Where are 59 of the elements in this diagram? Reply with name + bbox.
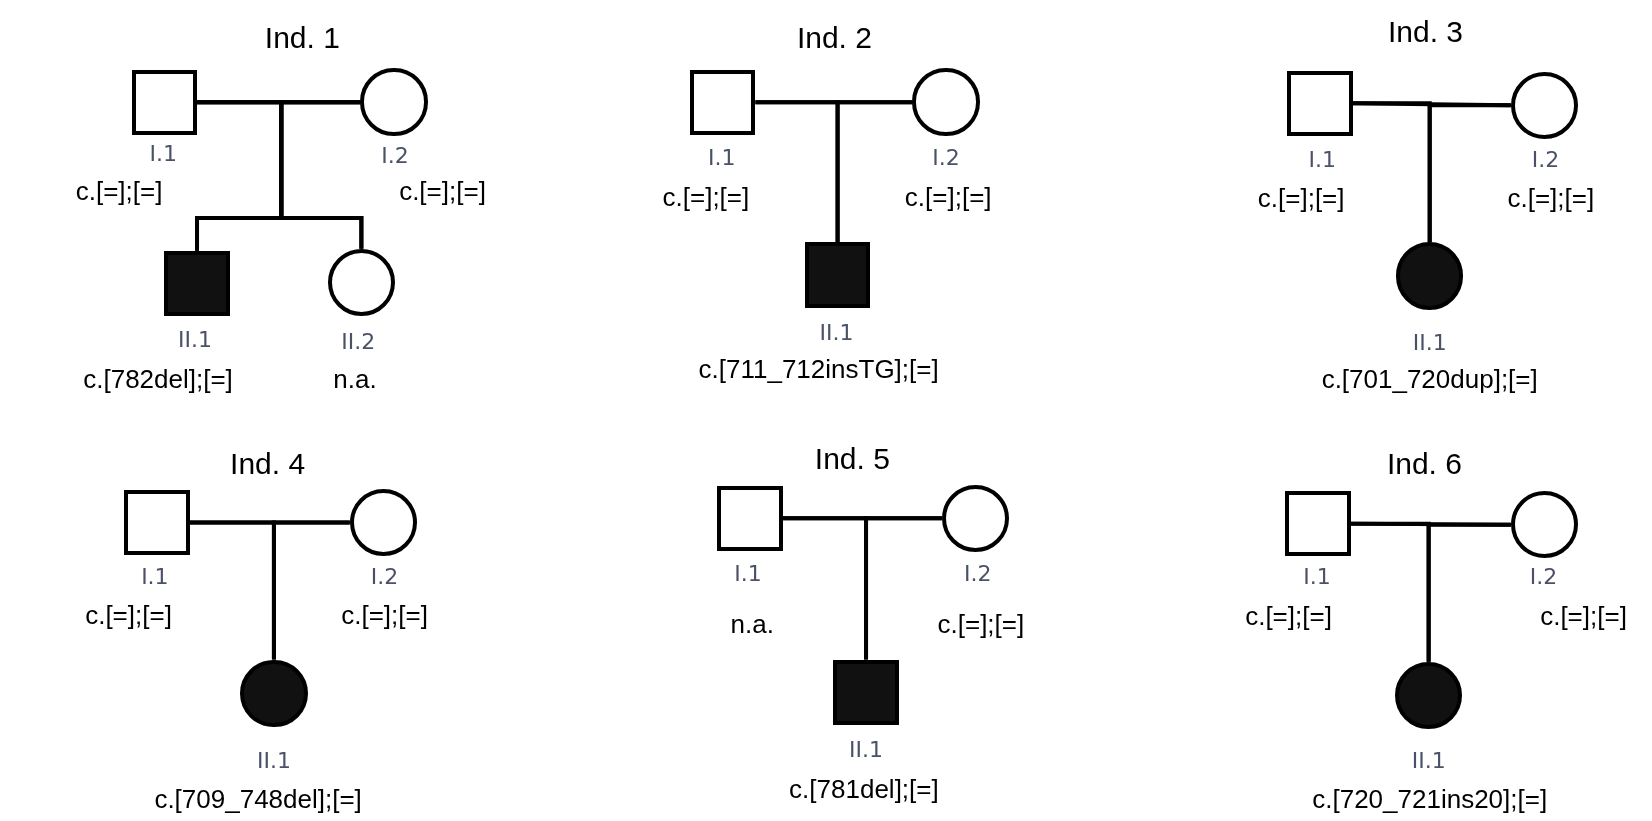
genotype-label: c.[=];[=] [399, 177, 486, 204]
male-symbol [131, 69, 197, 135]
generation-label: II.1 [177, 329, 212, 352]
genotype-label: c.[709_748del];[=] [154, 785, 362, 812]
pedigree-title: Ind. 4 [230, 448, 306, 479]
generation-label: I.2 [1529, 566, 1558, 589]
generation-label: II.1 [849, 739, 883, 762]
pedigree-line [271, 520, 350, 660]
genotype-label: c.[=];[=] [75, 177, 163, 204]
pedigree-title: Ind. 3 [1387, 16, 1463, 47]
genotype-label: c.[701_720dup];[=] [1321, 366, 1538, 393]
genotype-label: n.a. [333, 366, 377, 393]
genotype-label: c.[=];[=] [662, 184, 750, 210]
genotype-label: c.[711_712insTG];[=] [698, 355, 939, 382]
genotype-label: c.[=];[=] [1245, 603, 1332, 630]
generation-label: II.2 [341, 331, 376, 354]
generation-label: II.1 [819, 321, 854, 344]
male-symbol [690, 69, 756, 135]
generation-label: I.1 [1308, 149, 1336, 172]
genotype-label: c.[=];[=] [937, 610, 1025, 637]
generation-label: I.1 [1303, 566, 1331, 589]
pedigree-line [864, 516, 942, 660]
affected-male-symbol [164, 250, 230, 317]
generation-label: II.1 [256, 749, 291, 772]
generation-label: I.2 [1531, 149, 1560, 172]
genotype-label: c.[=];[=] [341, 602, 428, 629]
genotype-label: c.[782del];[=] [83, 366, 233, 393]
affected-male-symbol [804, 242, 871, 308]
male-symbol [717, 485, 783, 551]
generation-label: I.2 [370, 566, 399, 589]
generation-label: I.1 [141, 566, 169, 589]
generation-label: I.2 [963, 563, 992, 586]
generation-label: I.1 [734, 563, 762, 586]
genotype-label: n.a. [730, 610, 774, 637]
male-symbol [124, 489, 190, 556]
generation-label: I.1 [149, 142, 178, 165]
genotype-label: c.[=];[=] [1540, 603, 1627, 630]
generation-label: I.1 [707, 147, 736, 170]
generation-label: II.1 [1411, 749, 1446, 772]
pedigree-title: Ind. 6 [1386, 448, 1462, 479]
genotype-label: c.[781del];[=] [789, 776, 939, 803]
genotype-label: c.[=];[=] [904, 184, 992, 210]
generation-label: I.2 [381, 144, 409, 167]
pedigree-title: Ind. 5 [814, 444, 890, 475]
male-symbol [1287, 70, 1353, 136]
pedigree-title: Ind. 1 [264, 22, 340, 53]
pedigree-line [835, 100, 913, 243]
male-symbol [1285, 490, 1351, 557]
pedigree-line [279, 100, 364, 249]
pedigree-title: Ind. 2 [796, 22, 872, 53]
pedigree-line [1426, 522, 1511, 662]
genotype-label: c.[=];[=] [85, 602, 172, 629]
pedigree-line [1427, 103, 1511, 243]
affected-male-symbol [833, 659, 899, 725]
generation-label: II.1 [1412, 332, 1447, 355]
genotype-label: c.[=];[=] [1257, 185, 1345, 212]
genotype-label: c.[=];[=] [1507, 185, 1595, 212]
generation-label: I.2 [932, 147, 960, 170]
genotype-label: c.[720_721ins20];[=] [1312, 785, 1548, 812]
